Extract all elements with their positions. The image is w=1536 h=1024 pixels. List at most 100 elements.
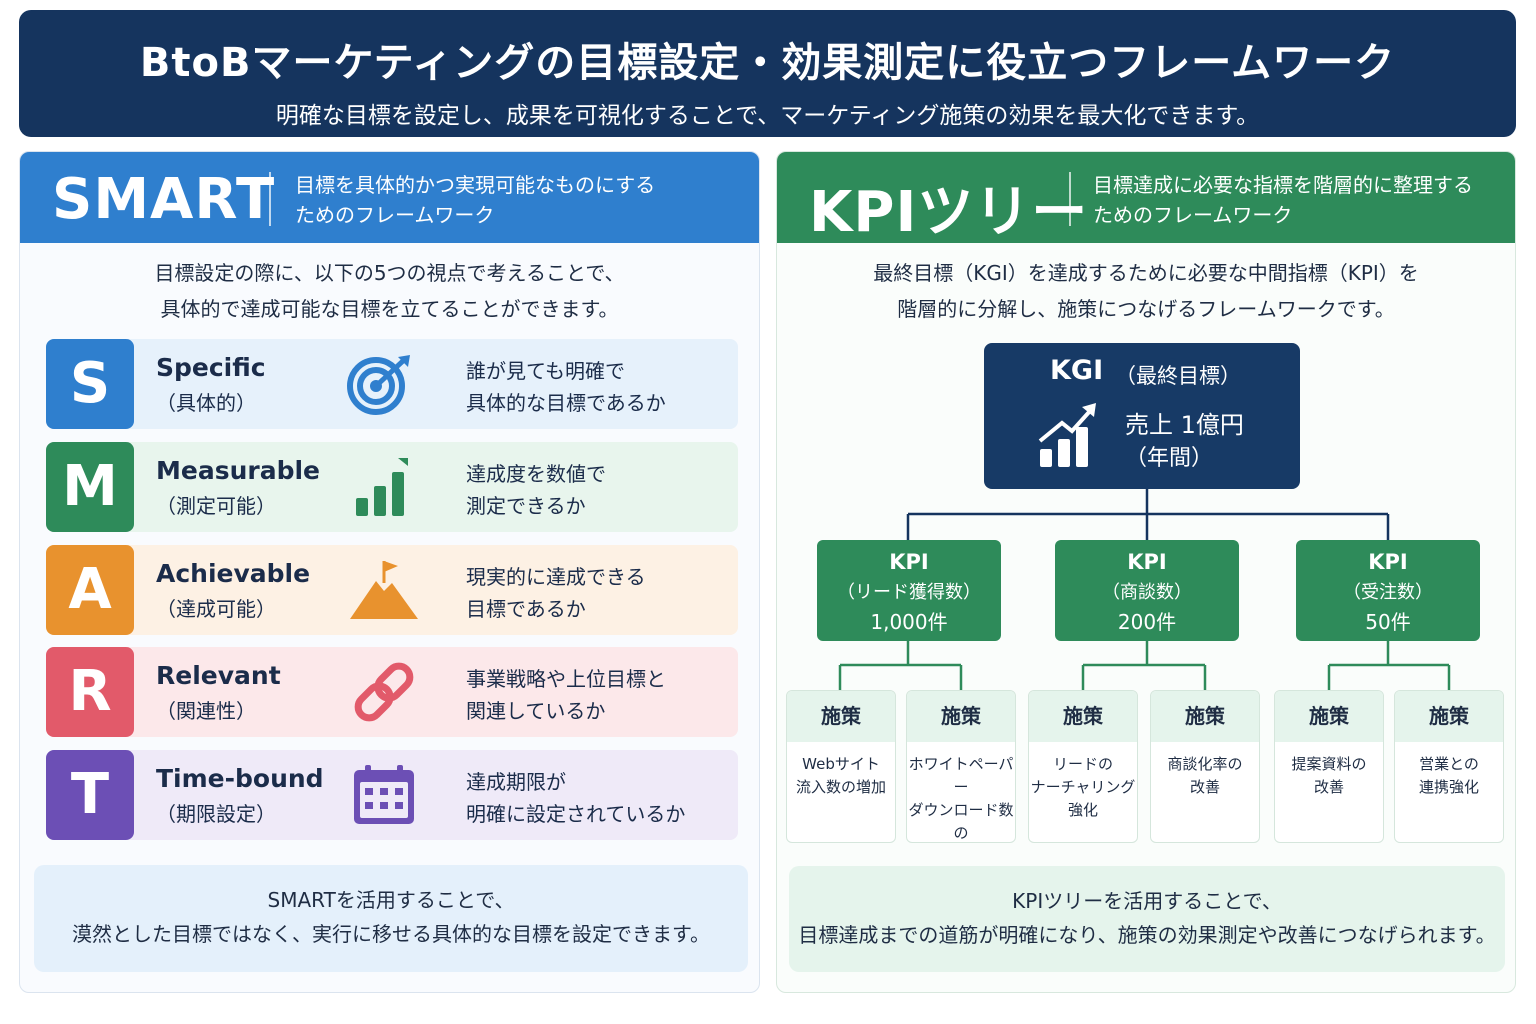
kgi-box: KGI （最終目標） 売上 1億円 （年間） [984,343,1300,489]
smart-summary-line: SMARTを活用することで、 [267,888,515,912]
smart-desc-line: 誰が見ても明確で [466,359,625,383]
smart-term: Measurable [156,456,321,485]
header-divider [1069,172,1071,226]
measure-box: 施策 Webサイト 流入数の増加 [786,690,896,843]
kpi-description: 目標達成に必要な指標を階層的に整理する ためのフレームワーク [1093,170,1473,230]
measure-body: 商談化率の 改善 [1151,753,1259,799]
kpi-box-leads: KPI （リード獲得数） 1,000件 [817,540,1001,641]
smart-desc-line: 明確に設定されているか [466,802,686,826]
smart-term-ja: （具体的） [156,391,256,415]
kpi-intro: 最終目標（KGI）を達成するために必要な中間指標（KPI）を 階層的に分解し、施… [777,255,1515,327]
smart-letter: S [46,339,134,429]
measure-body: 営業との 連携強化 [1395,753,1503,799]
measure-head: 施策 [1395,691,1503,742]
smart-letter: R [46,647,134,737]
kpi-label: KPI [1368,550,1408,574]
kpi-sublabel: （リード獲得数） [837,582,981,603]
kpi-summary-line: 目標達成までの道筋が明確になり、施策の効果測定や改善につなげられます。 [798,923,1496,947]
measure-line: ホワイトペーパー [908,755,1014,796]
smart-desc-line: 現実的に達成できる [466,565,646,589]
kpi-intro-line: 最終目標（KGI）を達成するために必要な中間指標（KPI）を [873,261,1419,285]
measure-box: 施策 リードの ナーチャリング 強化 [1028,690,1138,843]
kpi-tree-title: KPIツリー [809,180,1089,245]
smart-term: Specific [156,353,266,382]
smart-panel: SMART 目標を具体的かつ実現可能なものにする ためのフレームワーク 目標設定… [19,151,760,993]
smart-desc-line: 達成期限が [466,770,566,794]
smart-description-line: ためのフレームワーク [295,203,495,227]
measure-head: 施策 [787,691,895,742]
measure-line: Webサイト [802,755,880,773]
header-divider [269,172,271,226]
measure-line: 商談化率の [1167,755,1243,773]
smart-term-ja: （測定可能） [156,494,276,518]
smart-panel-header: SMART 目標を具体的かつ実現可能なものにする ためのフレームワーク [20,152,759,243]
measure-box: 施策 商談化率の 改善 [1150,690,1260,843]
measure-line: 改善 [1313,778,1344,796]
smart-summary-line: 漠然とした目標ではなく、実行に移せる具体的な目標を設定できます。 [72,922,710,946]
measure-line: ダウンロード数の [908,801,1014,842]
smart-description: 目標を具体的かつ実現可能なものにする ためのフレームワーク [295,170,655,230]
page-subtitle: 明確な目標を設定し、成果を可視化することで、マーケティング施策の効果を最大化でき… [275,103,1260,129]
measure-head: 施策 [1275,691,1383,742]
smart-letter: M [46,442,134,532]
kpi-value: 1,000件 [870,610,948,634]
measure-line: ナーチャリング [1030,778,1136,796]
smart-row-specific: S Specific （具体的） 誰が見ても明確で 具体的な目標であるか [46,339,738,429]
smart-row-achievable: A Achievable （達成可能） 現実的に達成できる 目標であるか [46,545,738,635]
kpi-box-orders: KPI （受注数） 50件 [1296,540,1480,641]
measure-body: 提案資料の 改善 [1275,753,1383,799]
smart-row-time-bound: T Time-bound （期限設定） 達成期限が 明確に設定されているか [46,750,738,840]
smart-intro: 目標設定の際に、以下の5つの視点で考えることで、 具体的で達成可能な目標を立てる… [20,255,759,327]
page-header: BtoBマーケティングの目標設定・効果測定に役立つフレームワーク 明確な目標を設… [19,10,1516,137]
smart-term-ja: （期限設定） [156,802,276,826]
smart-intro-line: 具体的で達成可能な目標を立てることができます。 [160,297,619,321]
target-icon [347,355,410,415]
growth-chart-icon [1038,403,1096,467]
kpi-value: 50件 [1365,610,1411,634]
smart-term: Achievable [156,559,311,588]
link-icon [354,662,414,722]
smart-row-measurable: M Measurable （測定可能） 達成度を数値で 測定できるか [46,442,738,532]
kpi-intro-line: 階層的に分解し、施策につなげるフレームワークです。 [897,297,1395,321]
kgi-period: （年間） [1125,446,1214,471]
page-title: BtoBマーケティングの目標設定・効果測定に役立つフレームワーク [139,40,1396,86]
tree-connectors [838,489,1451,690]
calendar-icon [354,765,414,824]
measure-body: ホワイトペーパー ダウンロード数の 増加 [907,753,1015,842]
smart-desc-line: 関連しているか [466,699,606,723]
kgi-value: 売上 1億円 [1125,411,1244,439]
measure-body: Webサイト 流入数の増加 [787,753,895,799]
mountain-flag-icon [350,561,418,619]
smart-row-relevant: R Relevant （関連性） 事業戦略や上位目標と 関連しているか [46,647,738,737]
kpi-description-line: 目標達成に必要な指標を階層的に整理する [1093,173,1473,197]
measure-line: 連携強化 [1418,778,1479,796]
smart-term: Time-bound [156,764,324,793]
kpi-label: KPI [1127,550,1167,574]
smart-title: SMART [52,167,276,232]
smart-description-line: 目標を具体的かつ実現可能なものにする [295,173,656,197]
smart-desc-line: 目標であるか [466,597,586,621]
smart-term-ja: （達成可能） [156,597,276,621]
measure-head: 施策 [907,691,1015,742]
smart-letter: T [46,750,134,840]
measure-box: 施策 提案資料の 改善 [1274,690,1384,843]
measure-line: 営業との [1419,755,1479,773]
measure-line: 強化 [1067,801,1098,819]
kpi-tree-panel: KPIツリー 目標達成に必要な指標を階層的に整理する ためのフレームワーク 最終… [776,151,1516,993]
measure-line: 改善 [1189,778,1220,796]
kpi-value: 200件 [1117,610,1177,634]
smart-letter: A [46,545,134,635]
bar-chart-icon [356,458,408,516]
smart-desc-line: 事業戦略や上位目標と [466,667,666,691]
kpi-label: KPI [889,550,929,574]
measure-box: 施策 ホワイトペーパー ダウンロード数の 増加 [906,690,1016,843]
measure-line: リードの [1052,755,1113,773]
kgi-sublabel: （最終目標） [1115,364,1241,388]
smart-desc-line: 測定できるか [466,494,586,518]
kpi-box-deals: KPI （商談数） 200件 [1055,540,1239,641]
kpi-summary-line: KPIツリーを活用することで、 [1012,889,1282,913]
kpi-description-line: ためのフレームワーク [1093,203,1293,227]
smart-desc-line: 具体的な目標であるか [466,391,666,415]
measure-line: 流入数の増加 [795,778,886,796]
kpi-sublabel: （受注数） [1343,582,1433,603]
